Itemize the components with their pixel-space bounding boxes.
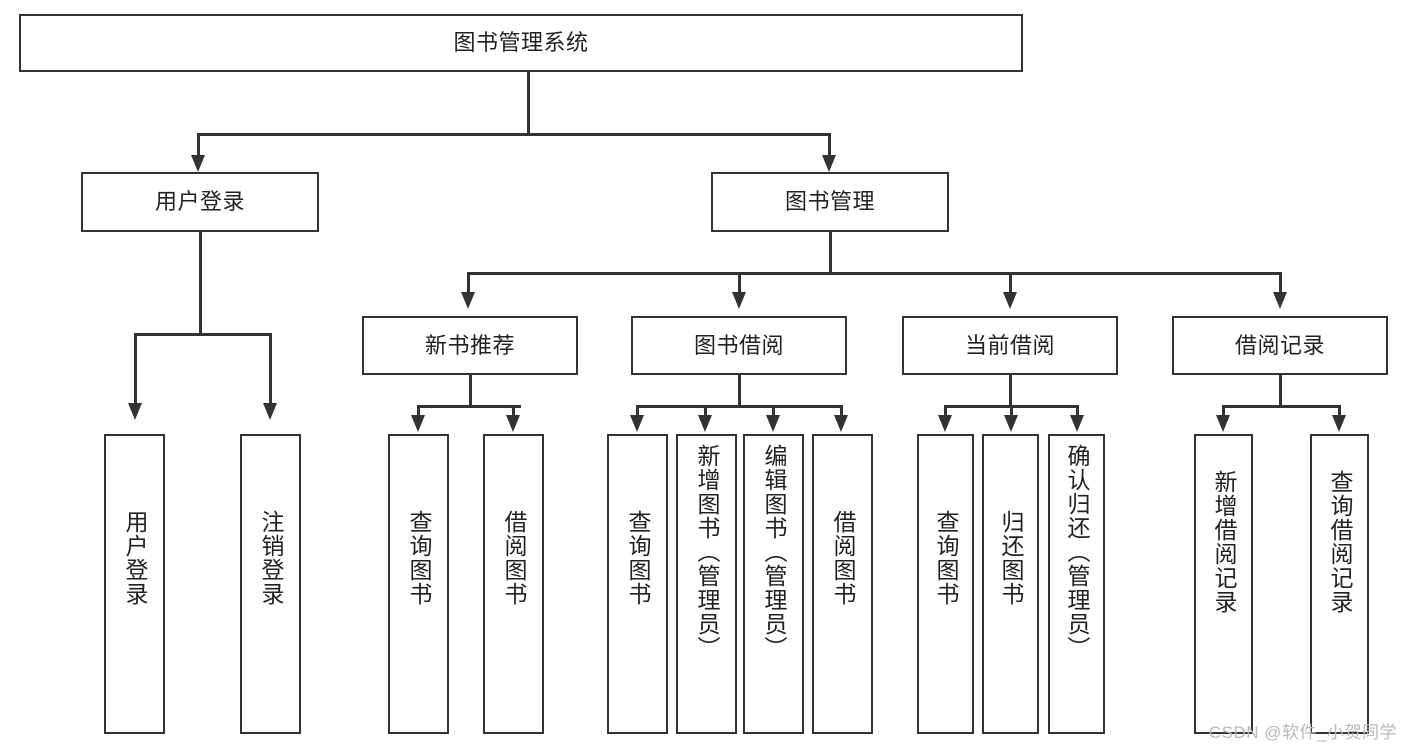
node-label: 查询借阅记录 [1327,470,1353,614]
node-label: 用户登录 [154,189,245,215]
node-label: 编辑图书（管理员） [761,444,787,660]
arrowhead-br-to-leaf-1 [1216,415,1230,432]
connector-cb-to-leaf-3 [1076,405,1079,417]
node-book-management[interactable]: 图书管理 [711,172,949,232]
arrowhead-user-login-to-leaf-1 [128,403,142,420]
arrowhead-nb-to-leaf-1 [411,415,425,432]
connector-cb-to-leaf-1 [944,405,947,417]
connector-borrow-record-bus [1222,405,1340,408]
arrowhead-root-to-user-login [191,155,205,172]
node-label: 当前借阅 [964,332,1055,358]
arrowhead-bm-to-new-book [461,292,475,309]
connector-bm-to-borrow-record [1279,272,1282,294]
leaf-book-borrow-edit-book[interactable]: 编辑图书（管理员） [743,434,804,734]
arrowhead-br-to-leaf-2 [1332,415,1346,432]
arrowhead-bm-to-current-borrow [1003,292,1017,309]
connector-user-login-to-leaf-2 [269,333,272,405]
leaf-current-borrow-return-book[interactable]: 归还图书 [982,434,1039,734]
node-label: 借阅图书 [830,510,856,606]
node-label: 图书借阅 [693,332,784,358]
leaf-new-book-query-book[interactable]: 查询图书 [388,434,449,734]
connector-book-borrow-stem [738,375,741,406]
connector-book-borrow-bus [636,405,842,408]
arrowhead-user-login-to-leaf-2 [263,403,277,420]
node-label: 图书管理 [784,189,875,215]
arrowhead-nb-to-leaf-2 [506,415,520,432]
connector-book-management-bus [467,272,1281,275]
leaf-book-borrow-add-book[interactable]: 新增图书（管理员） [676,434,737,734]
arrowhead-cb-to-leaf-1 [938,415,952,432]
leaf-borrow-record-add-record[interactable]: 新增借阅记录 [1194,434,1253,734]
connector-br-to-leaf-1 [1222,405,1225,417]
connector-bb-to-leaf-4 [840,405,843,417]
node-label: 借阅记录 [1234,332,1325,358]
connector-new-book-stem [469,375,472,406]
node-label: 借阅图书 [501,510,527,606]
connector-user-login-stem [199,232,202,334]
connector-bm-to-book-borrow [738,272,741,294]
connector-nb-to-leaf-1 [417,405,420,417]
node-user-login[interactable]: 用户登录 [81,172,319,232]
connector-bm-to-current-borrow [1009,272,1012,294]
node-label: 新书推荐 [424,332,515,358]
connector-cb-to-leaf-2 [1010,405,1013,417]
connector-bb-to-leaf-3 [772,405,775,417]
leaf-book-borrow-query-book[interactable]: 查询图书 [607,434,668,734]
arrowhead-root-to-book-management [822,155,836,172]
node-current-borrow[interactable]: 当前借阅 [902,316,1118,375]
arrowhead-bb-to-leaf-4 [834,415,848,432]
connector-br-to-leaf-2 [1338,405,1341,417]
node-label: 归还图书 [998,510,1024,606]
csdn-watermark: CSDN @软件_小贺同学 [1208,723,1397,742]
connector-root-stem [527,72,530,134]
node-label: 查询图书 [933,510,959,606]
leaf-user-login-logout[interactable]: 注销登录 [240,434,301,734]
connector-bm-to-new-book [467,272,470,294]
node-label: 查询图书 [625,510,651,606]
node-label: 注销登录 [258,510,284,606]
connector-current-borrow-stem [1009,375,1012,406]
node-new-book-recommend[interactable]: 新书推荐 [362,316,578,375]
leaf-current-borrow-confirm-return[interactable]: 确认归还（管理员） [1048,434,1105,734]
connector-root-to-user-login [197,133,200,158]
connector-borrow-record-stem [1279,375,1282,406]
leaf-user-login-login[interactable]: 用户登录 [104,434,165,734]
leaf-current-borrow-query-book[interactable]: 查询图书 [917,434,974,734]
arrowhead-bb-to-leaf-3 [766,415,780,432]
connector-user-login-bus [134,333,271,336]
connector-user-login-to-leaf-1 [134,333,137,405]
connector-new-book-bus [417,405,521,408]
node-book-borrow[interactable]: 图书借阅 [631,316,847,375]
connector-bb-to-leaf-2 [704,405,707,417]
connector-root-bus [197,133,830,136]
connector-nb-to-leaf-2 [512,405,515,417]
node-root-book-management-system[interactable]: 图书管理系统 [19,14,1023,72]
leaf-book-borrow-borrow-book[interactable]: 借阅图书 [812,434,873,734]
leaf-borrow-record-query-record[interactable]: 查询借阅记录 [1310,434,1369,734]
arrowhead-cb-to-leaf-2 [1004,415,1018,432]
node-label: 用户登录 [122,510,148,606]
node-label: 新增借阅记录 [1211,470,1237,614]
connector-book-management-stem [829,232,832,273]
connector-root-to-book-management [828,133,831,158]
node-label: 图书管理系统 [453,30,589,56]
connector-bb-to-leaf-1 [636,405,639,417]
node-label: 确认归还（管理员） [1064,444,1090,660]
arrowhead-cb-to-leaf-3 [1070,415,1084,432]
arrowhead-bb-to-leaf-1 [630,415,644,432]
arrowhead-bm-to-borrow-record [1273,292,1287,309]
leaf-new-book-borrow-book[interactable]: 借阅图书 [483,434,544,734]
node-borrow-record[interactable]: 借阅记录 [1172,316,1388,375]
node-label: 新增图书（管理员） [694,444,720,660]
arrowhead-bb-to-leaf-2 [698,415,712,432]
arrowhead-bm-to-book-borrow [732,292,746,309]
node-label: 查询图书 [406,510,432,606]
